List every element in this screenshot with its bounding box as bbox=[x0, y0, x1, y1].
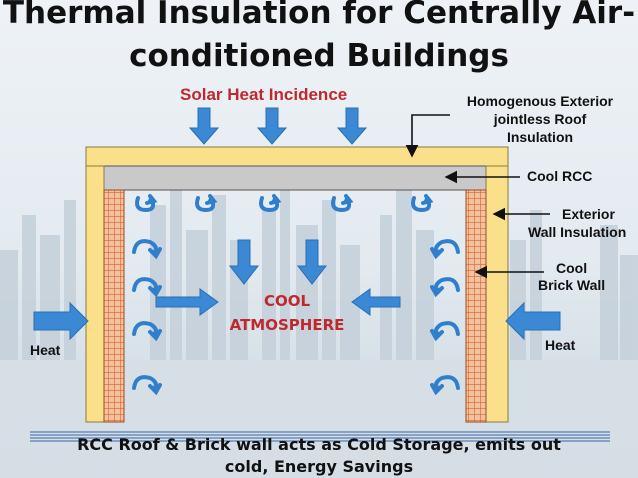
heat-left-arrow-icon bbox=[34, 303, 88, 339]
cool-air-down-arrow-icon bbox=[230, 240, 258, 284]
curved-cold-arrow-icon bbox=[333, 196, 350, 210]
curved-cold-arrow-icon bbox=[261, 196, 278, 210]
right-brick-wall bbox=[466, 190, 486, 422]
solar-heat-label: Solar Heat Incidence bbox=[180, 85, 347, 105]
solar-arrow-icon bbox=[258, 108, 286, 144]
curved-cold-arrow-icon bbox=[432, 323, 458, 338]
cool-air-right-arrow-icon bbox=[156, 289, 218, 315]
roof-insulation-label-1: Homogenous Exterior bbox=[450, 93, 630, 110]
solar-arrow-icon bbox=[190, 108, 218, 144]
cool-atmosphere-label-1: COOL bbox=[220, 289, 354, 313]
curved-cold-arrow-icon bbox=[134, 241, 160, 256]
left-wall-insulation bbox=[86, 166, 104, 422]
left-brick-wall bbox=[104, 190, 124, 422]
curved-cold-arrow-icon bbox=[134, 323, 160, 338]
heat-right-label: Heat bbox=[545, 337, 575, 354]
curved-cold-arrow-icon bbox=[432, 279, 458, 294]
solar-arrow-icon bbox=[338, 108, 366, 144]
roof-insulation bbox=[86, 147, 508, 166]
rcc-roof-slab bbox=[104, 166, 486, 190]
curved-cold-arrow-icon bbox=[134, 279, 160, 294]
curved-cold-arrow-icon bbox=[432, 241, 458, 256]
cool-atmosphere-label-2: ATMOSPHERE bbox=[220, 313, 354, 337]
curved-cold-arrow-icon bbox=[197, 196, 214, 210]
curved-cold-arrow-icon bbox=[432, 377, 458, 392]
caption-line-1: RCC Roof & Brick wall acts as Cold Stora… bbox=[0, 434, 638, 456]
roof-insulation-label-2: jointless Roof bbox=[450, 111, 630, 128]
exterior-wall-label-1: Exterior bbox=[562, 206, 615, 223]
right-wall-insulation bbox=[486, 166, 508, 422]
curved-cold-arrow-icon bbox=[134, 377, 160, 392]
curved-cold-arrow-icon bbox=[137, 196, 154, 210]
cool-brick-label-1: Cool bbox=[556, 260, 587, 277]
exterior-wall-label-2: Wall Insulation bbox=[528, 224, 626, 241]
cool-air-down-arrow-icon bbox=[298, 240, 326, 284]
heat-left-label: Heat bbox=[30, 342, 60, 359]
roof-insulation-label-3: Insulation bbox=[450, 129, 630, 146]
heat-right-arrow-icon bbox=[506, 303, 560, 339]
caption-line-2: cold, Energy Savings bbox=[0, 456, 638, 478]
curved-cold-arrow-icon bbox=[413, 196, 430, 210]
cool-air-left-arrow-icon bbox=[352, 289, 400, 315]
cool-brick-label-2: Brick Wall bbox=[538, 277, 605, 294]
cool-rcc-label: Cool RCC bbox=[527, 168, 592, 185]
